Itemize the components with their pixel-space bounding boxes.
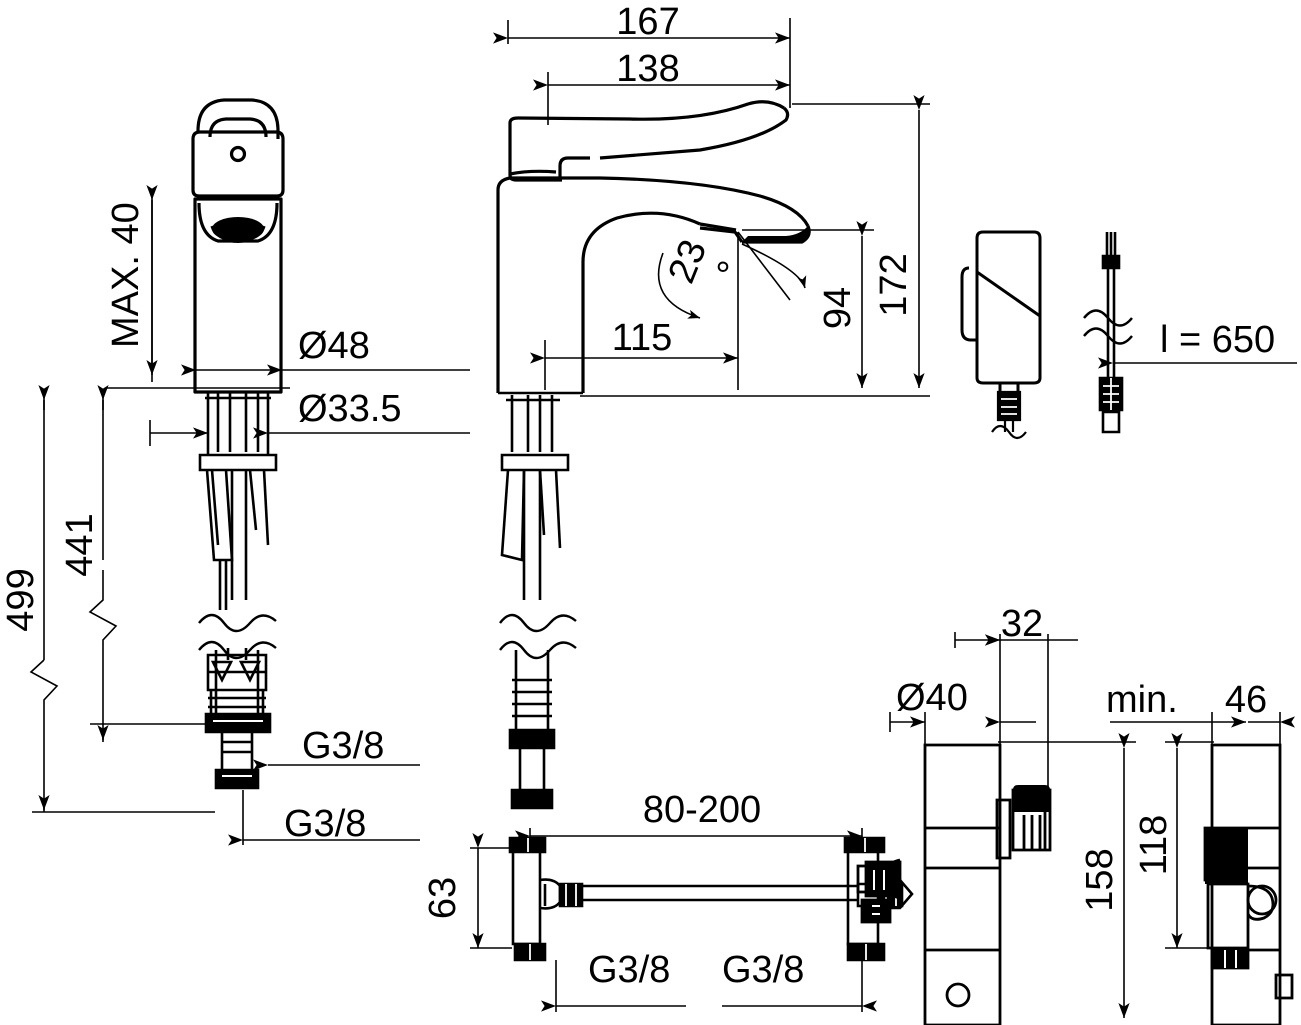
dim-label-63: 63 (422, 877, 464, 919)
dim-label-138: 138 (616, 48, 679, 90)
dim-94 (742, 221, 874, 388)
faucet-side-nut-fill (510, 730, 554, 808)
dim-158 (998, 733, 1136, 1018)
faucet-front-nut-fill (206, 714, 270, 788)
faucet-front-spout-fill (212, 217, 264, 243)
power-supply-plug-detail (1001, 398, 1017, 415)
dim-label-158: 158 (1079, 848, 1121, 911)
dim-d335 (149, 420, 470, 446)
dim-label-d335: Ø33.5 (298, 388, 402, 430)
dim-63 (470, 833, 512, 949)
dim-g38-right (722, 960, 877, 1012)
dim-label-499: 499 (0, 568, 42, 631)
dim-label-167: 167 (616, 1, 679, 43)
dim-label-min: min. (1106, 679, 1178, 721)
power-supply-unit (960, 230, 1042, 392)
faucet-front-nut-detail (213, 720, 263, 777)
dim-label-g38-conn-right: G3/8 (722, 949, 804, 991)
connector-assembly-detail (527, 838, 897, 960)
faucet-side-shank (498, 391, 583, 810)
dim-label-g38-conn-left: G3/8 (588, 949, 670, 991)
dim-80-200 (515, 828, 863, 842)
dim-min46 (1110, 712, 1295, 748)
dim-23-angle (657, 231, 807, 319)
thermostatic-valve-side-detail (1224, 950, 1237, 968)
dim-label-d40: Ø40 (896, 677, 968, 719)
dim-label-80-200: 80-200 (643, 789, 761, 831)
dim-label-441: 441 (59, 513, 101, 576)
dim-label-max40: MAX. 40 (105, 202, 147, 348)
dim-172 (580, 95, 930, 397)
dim-138 (533, 72, 790, 125)
dim-label-g38-lower: G3/8 (284, 803, 366, 845)
dim-label-g38-upper: G3/8 (302, 725, 384, 767)
faucet-side-aerator-fill (742, 226, 810, 242)
dim-label-cable-650: l = 650 (1160, 319, 1275, 361)
dim-g38-lower (228, 790, 420, 846)
degree-symbol-icon: ° (715, 255, 730, 297)
dim-d40 (889, 712, 1036, 748)
dim-441 (88, 385, 215, 742)
dim-label-172: 172 (873, 253, 915, 316)
dim-167 (493, 18, 791, 108)
dim-label-46: 46 (1225, 679, 1267, 721)
dim-499 (29, 385, 215, 813)
dim-label-32: 32 (1001, 603, 1043, 645)
dim-115 (530, 232, 739, 390)
thermostatic-valve-side-fill (1205, 828, 1248, 968)
thermostatic-valve-front-detail (872, 870, 885, 915)
dim-label-23-angle: 23 (660, 234, 715, 289)
sensor-cable-connector-detail (1103, 378, 1119, 410)
dim-label-94: 94 (817, 287, 859, 329)
dim-g38-left (541, 960, 686, 1012)
dim-label-118: 118 (1133, 815, 1175, 876)
faucet-front-view (191, 98, 285, 394)
dim-118 (1165, 733, 1214, 949)
dim-max40 (106, 185, 290, 389)
dim-label-d48: Ø48 (298, 325, 370, 367)
dim-label-115: 115 (612, 317, 673, 359)
dim-32 (954, 632, 1078, 792)
faucet-side-view (496, 100, 811, 393)
